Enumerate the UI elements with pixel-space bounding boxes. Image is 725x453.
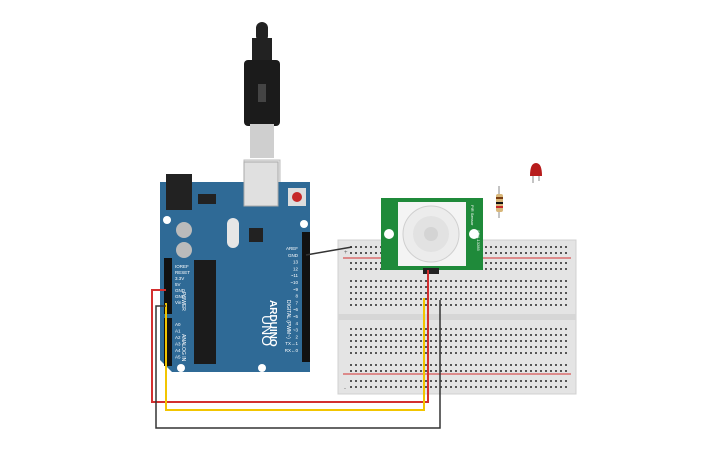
pin-label: Vin [175, 300, 182, 305]
pin-label: 2 [295, 334, 298, 339]
pin-label: ~3 [293, 328, 299, 333]
pin-label: ~10 [290, 280, 298, 285]
arduino-uno[interactable]: ARDUINO UNO DIGITAL (PWM~) POWER ANALOG … [160, 161, 310, 372]
pir-label-right: SEN-13285 [476, 230, 481, 251]
mount-hole [163, 216, 171, 224]
pin-label: IOREF [175, 264, 189, 269]
mount-hole [258, 364, 266, 372]
power-header[interactable] [164, 258, 172, 314]
arduino-model: UNO [259, 315, 275, 346]
pin-label: ~5 [293, 314, 299, 319]
atmega-chip [194, 260, 216, 364]
pin-label: 5V [175, 282, 181, 287]
capacitor [176, 222, 192, 238]
pin-label: GND [175, 294, 186, 299]
usb-chip [249, 228, 263, 242]
crystal [227, 218, 239, 248]
analog-header-label: ANALOG IN [180, 334, 186, 362]
wire-yellow[interactable] [165, 298, 425, 411]
pin-label: ~11 [291, 273, 299, 278]
rail-plus-label: + [344, 250, 348, 256]
power-header-label: POWER [180, 292, 186, 311]
digital-header-label: DIGITAL (PWM~) [285, 300, 291, 339]
reset-button[interactable] [292, 192, 302, 202]
pin-label: A5 [175, 355, 181, 360]
pin-label: 8 [295, 294, 298, 299]
pin-label: TX→1 [285, 341, 298, 346]
pin-label: ~9 [293, 287, 299, 292]
pin-label: A1 [175, 329, 181, 334]
wire-red[interactable] [151, 270, 429, 403]
pin-label: A0 [175, 322, 181, 327]
pin-label: RX←0 [285, 348, 299, 353]
pin-label: AREF [286, 246, 298, 251]
wire-black[interactable] [155, 246, 441, 429]
pin-label: A2 [175, 335, 181, 340]
mount-hole [177, 364, 185, 372]
rail-minus-label: - [344, 386, 346, 392]
arduino-brand: ARDUINO [267, 300, 278, 347]
red-led[interactable] [530, 163, 542, 183]
pir-label-left: PIR Sensor [470, 205, 475, 226]
pin-label: 12 [293, 266, 299, 271]
pin-label: RESET [175, 270, 190, 275]
pin-label: 4 [295, 321, 298, 326]
pin-label: 13 [293, 260, 299, 265]
pin-label: A4 [175, 348, 181, 353]
pir-sensor[interactable]: PIR Sensor SEN-13285 [381, 198, 483, 274]
mount-hole [300, 220, 308, 228]
pin-label: ~6 [293, 307, 299, 312]
digital-header[interactable] [302, 232, 310, 362]
resistor[interactable] [496, 186, 503, 218]
capacitor [176, 242, 192, 258]
pin-label: GND [288, 253, 299, 258]
pin-label: GND [175, 288, 186, 293]
pin-label: A3 [175, 342, 181, 347]
analog-header[interactable] [164, 318, 172, 366]
pin-label: 3.3V [175, 276, 184, 281]
pin-label: 7 [295, 300, 298, 305]
